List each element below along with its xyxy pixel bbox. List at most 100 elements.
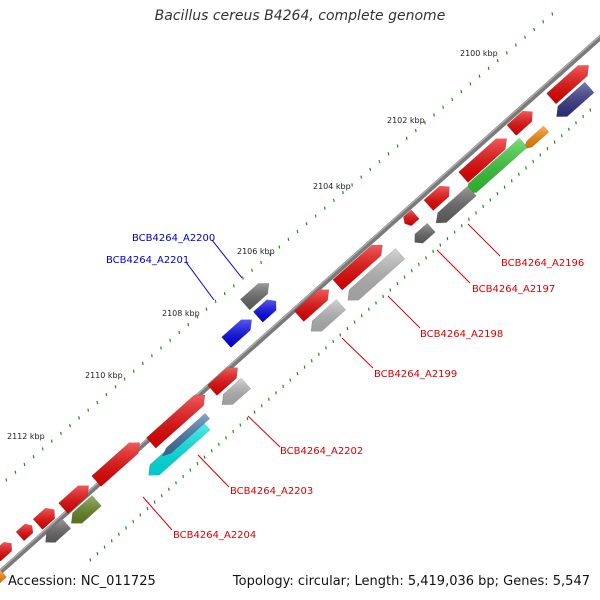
scale-tick [487,66,490,70]
accession-text: Accession: NC_011725 [8,574,156,589]
scale-tick [41,447,44,451]
gene-cds-8-shade [207,367,238,396]
scale-tick [575,121,577,125]
scale-tick [503,185,506,189]
scale-tick [253,410,256,414]
scale-tick [460,90,463,94]
scale-tick [382,294,385,299]
scale-tick [378,159,381,164]
scale-tick [451,97,454,102]
scale-tick [141,361,144,366]
scale-tick [178,330,181,335]
gene-label-A2198[interactable]: BCB4264_A2198 [420,329,503,340]
scale-tick [325,346,327,350]
scale-tick [442,105,444,109]
scale-tick [275,391,277,395]
scale-tick [515,43,517,47]
scale-tick [278,245,281,249]
scale-tick [414,128,417,133]
leader-A2198 [387,295,421,329]
gene-cds-3-shade [458,138,507,183]
gene-label-A2202[interactable]: BCB4264_A2202 [280,446,363,457]
scale-tick [433,113,435,117]
scale-tick [346,326,349,331]
scale-tick [96,400,99,404]
scale-tick [260,260,262,265]
scale-tick [589,108,592,112]
scale-tick [87,408,90,412]
scale-tick [69,424,71,428]
leader-A2201 [185,261,215,301]
scale-tick [203,455,206,459]
scale-tick [403,275,406,279]
gene-blue-2-shade [221,319,252,348]
gene-steel-shade [162,413,210,456]
scale-tick [317,352,320,356]
gene-cds-14-shade [0,542,12,562]
scale-tick [369,167,372,171]
scale-tick [175,481,177,485]
scale-tick [23,462,26,467]
scale-tick [475,211,477,215]
gene-label-A2200[interactable]: BCB4264_A2200 [132,233,215,244]
scale-tick [287,237,290,241]
leader-A2200 [211,239,243,279]
scale-tick [387,152,390,156]
scale-tick [342,191,344,195]
scale-tick [146,506,149,511]
gene-cds-1-shade [546,65,589,104]
scale-tick [478,74,481,78]
scale-tick [225,436,227,440]
tick-label-2108: 2108 kbp [162,309,200,318]
gene-cds-4-shade [423,186,450,211]
scale-tick [160,494,163,498]
scale-tick [305,222,308,226]
gene-green-shade [466,138,528,194]
scale-tick [460,224,463,228]
scale-tick [532,159,535,164]
scale-tick [560,134,563,138]
gene-gray-1-shade [436,186,477,223]
gene-label-A2199[interactable]: BCB4264_A2199 [374,369,457,380]
gene-blue-1-shade [253,299,277,323]
scale-tick [510,179,513,183]
scale-tick [517,172,520,176]
scale-tick [482,204,485,209]
scale-tick [139,513,142,517]
scale-tick [196,461,199,466]
scale-tick [260,404,263,408]
leader-A2196 [467,223,501,257]
gene-cds-13-shade [16,523,33,541]
scale-tick [505,51,508,55]
gene-orange-2-shade [0,569,7,583]
gene-label-A2204[interactable]: BCB4264_A2204 [173,530,256,541]
leader-A2202 [247,415,281,448]
scale-tick [214,299,217,303]
leader-A2199 [341,337,374,369]
leader-A2204 [142,496,173,531]
scale-tick [567,127,570,131]
scale-tick [417,262,420,266]
tick-label-2110: 2110 kbp [85,371,123,380]
scale-tick [96,551,99,556]
gene-label-A2201[interactable]: BCB4264_A2201 [106,255,189,266]
scale-tick [453,230,456,234]
gene-lightgray-2-shade [311,299,346,332]
gene-cds-10-shade [91,442,140,487]
scale-tick [167,487,170,491]
scale-tick [289,378,292,382]
gene-label-A2196[interactable]: BCB4264_A2196 [501,258,584,269]
scale-tick [469,82,472,86]
tick-label-2104: 2104 kbp [313,182,351,191]
scale-tick [210,449,213,453]
scale-tick [396,281,399,286]
scale-tick [251,268,253,272]
scale-tick [432,249,435,254]
gene-gray-4-shade [45,518,71,543]
gene-label-A2197[interactable]: BCB4264_A2197 [472,284,555,295]
scale-tick [351,183,353,187]
tick-label-2106: 2106 kbp [237,247,275,256]
scale-tick [132,519,135,524]
gene-label-A2203[interactable]: BCB4264_A2203 [230,486,313,497]
scale-tick [360,314,363,318]
